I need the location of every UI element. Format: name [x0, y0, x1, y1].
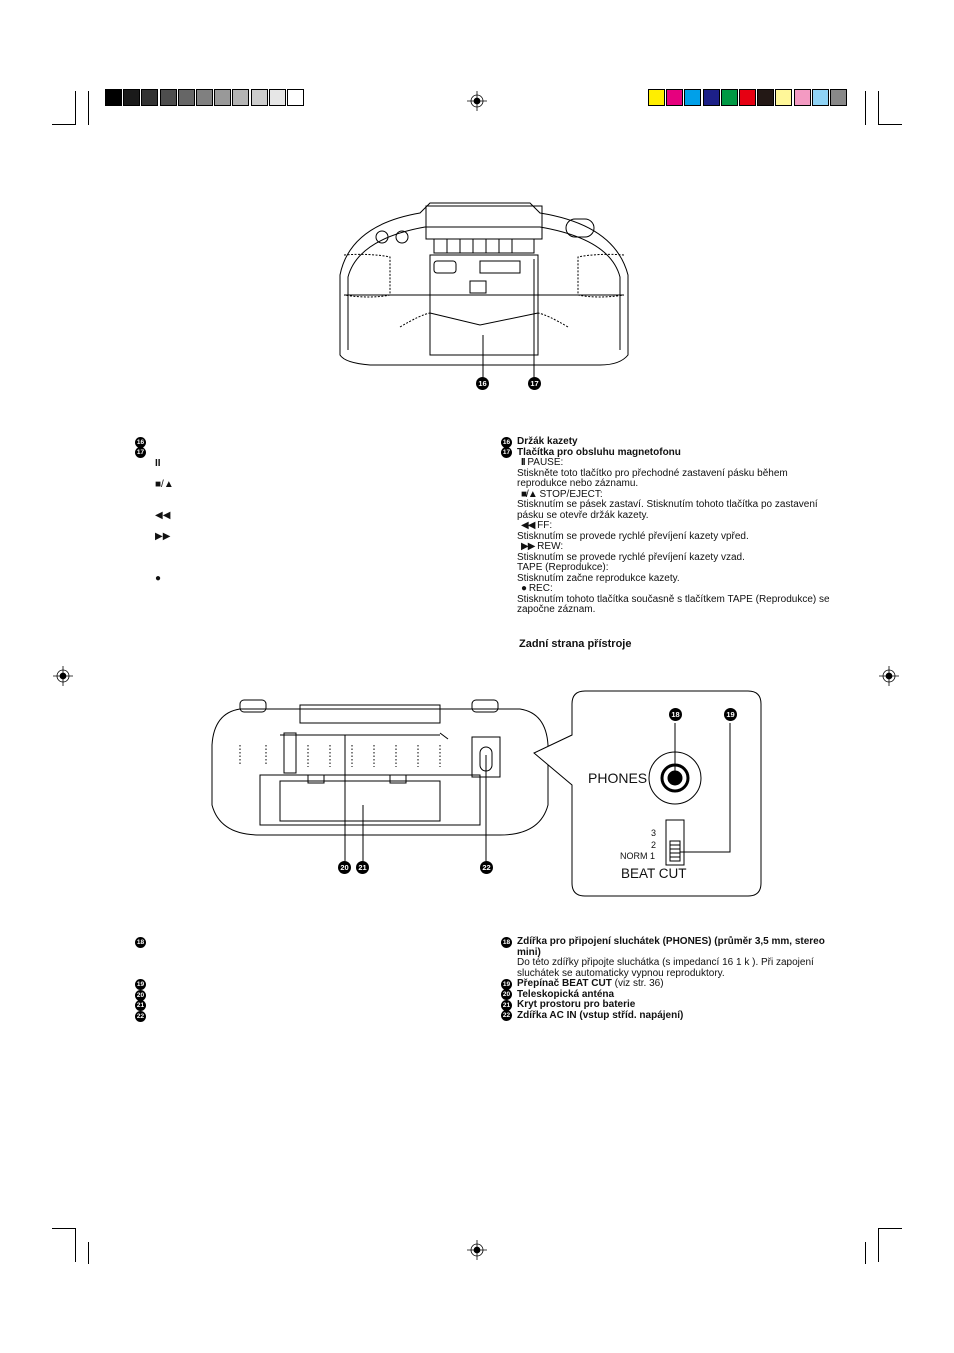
item-label: Zdířka pro připojení sluchátek (PHONES) … — [517, 936, 825, 958]
color-swatch — [739, 89, 756, 106]
callout-18: 18 — [669, 708, 682, 721]
callout-21: 21 — [356, 861, 369, 874]
color-swatch — [648, 89, 665, 106]
pause-entry: II PAUSE: Stiskněte toto tlačítko pro př… — [501, 457, 831, 490]
rew-symbol: ▶▶ — [155, 531, 171, 542]
item-label: Přepínač BEAT CUT — [517, 978, 612, 989]
boombox-back-illustration — [211, 699, 549, 861]
ff-entry: ◀◀ FF: Stisknutím se provede rychlé přev… — [501, 520, 831, 542]
button-name: STOP/EJECT: — [539, 488, 603, 500]
item-label: Zdířka AC IN (vstup stříd. napájení) — [517, 1009, 684, 1021]
rec-symbol: ● — [155, 573, 162, 584]
left-num-20: 20 — [135, 990, 146, 1001]
button-desc: Stisknutím se provede rychlé převíjení k… — [517, 530, 749, 542]
button-name: PAUSE: — [527, 457, 564, 468]
item-number: 21 — [501, 999, 512, 1011]
stop-eject-symbol: ■/▲ — [155, 479, 174, 490]
color-swatch — [141, 89, 159, 106]
ff-icon: ◀◀ — [521, 520, 535, 531]
item-16: 16 Držák kazety — [501, 436, 831, 448]
item-number: 19 — [501, 978, 512, 990]
button-desc: Stiskněte toto tlačítko pro přechodné za… — [517, 467, 788, 489]
left-num-22: 22 — [135, 1011, 146, 1022]
item-label: Kryt prostoru pro baterie — [517, 999, 636, 1010]
item-label: Držák kazety — [517, 436, 578, 447]
color-swatch — [793, 89, 811, 106]
button-name: TAPE (Reprodukce): — [517, 562, 609, 573]
color-swatch — [177, 89, 195, 106]
color-swatch — [757, 89, 775, 106]
ff-symbol: ◀◀ — [155, 510, 171, 521]
color-swatch — [105, 89, 122, 106]
item-21: 21 Kryt prostoru pro baterie — [501, 999, 831, 1011]
item-number: 18 — [501, 936, 512, 948]
button-desc: Stisknutím se pásek zastaví. Stisknutím … — [517, 499, 818, 521]
callout-19: 19 — [724, 708, 737, 721]
callout-22: 22 — [480, 861, 493, 874]
color-swatch — [666, 89, 684, 106]
item-number: 22 — [501, 1010, 512, 1021]
rec-icon: ● — [521, 583, 527, 594]
left-num-16: 16 — [135, 437, 146, 448]
switch-position-1: NORM 1 — [620, 851, 656, 861]
item-18-desc: Do této zdířky připojte sluchátka (s imp… — [517, 957, 814, 979]
left-num-19: 19 — [135, 979, 146, 990]
button-name: FF: — [537, 520, 553, 531]
back-panel-description: 18 Zdířka pro připojení sluchátek (PHONE… — [501, 936, 831, 1021]
switch-position-3: 3 — [651, 828, 657, 838]
color-swatch — [684, 89, 702, 106]
left-num-18: 18 — [135, 937, 146, 948]
left-num-21: 21 — [135, 1000, 146, 1011]
button-desc: Stisknutím se provede rychlé převíjení k… — [517, 551, 745, 563]
color-swatch — [775, 89, 793, 106]
rew-icon: ▶▶ — [521, 541, 535, 552]
color-swatch — [811, 89, 829, 106]
item-label: Tlačítka pro obsluhu magnetofonu — [517, 446, 681, 458]
color-swatch — [287, 89, 304, 106]
color-swatch — [250, 89, 268, 106]
boombox-front-illustration — [339, 202, 629, 377]
item-17: 17 Tlačítka pro obsluhu magnetofonu — [501, 446, 831, 458]
button-desc: Stisknutím tohoto tlačítka současně s tl… — [517, 593, 830, 615]
item-note: (viz str. 36) — [614, 978, 664, 989]
color-swatch — [830, 89, 847, 106]
callout-20: 20 — [338, 861, 351, 874]
item-label: Teleskopická anténa — [517, 988, 615, 1000]
back-side-heading: Zadní strana přístroje — [519, 638, 632, 650]
color-swatch — [720, 89, 738, 106]
button-name: REC: — [528, 583, 553, 594]
tape-entry: TAPE (Reprodukce): Stisknutím začne repr… — [501, 562, 831, 584]
rew-entry: ▶▶ REW: Stisknutím se provede rychlé pře… — [501, 541, 831, 563]
stop-eject-icon: ■/▲ — [521, 488, 538, 500]
item-20: 20 Teleskopická anténa — [501, 988, 831, 1000]
item-18: 18 Zdířka pro připojení sluchátek (PHONE… — [501, 936, 831, 958]
rec-entry: ● REC: Stisknutím tohoto tlačítka součas… — [501, 583, 831, 616]
button-desc: Stisknutím začne reprodukce kazety. — [517, 572, 680, 584]
button-name: REW: — [537, 541, 564, 552]
item-number: 16 — [501, 436, 512, 448]
color-swatch — [232, 89, 250, 106]
color-swatch — [196, 89, 213, 106]
item-number: 17 — [501, 447, 512, 458]
color-swatch — [123, 89, 141, 106]
color-swatch — [702, 89, 720, 106]
color-swatch — [159, 89, 177, 106]
color-swatch — [268, 89, 286, 106]
callout-17: 17 — [528, 377, 541, 390]
zoom-detail-bubble — [533, 690, 762, 897]
item-22: 22 Zdířka AC IN (vstup stříd. napájení) — [501, 1009, 831, 1021]
phones-label: PHONES — [588, 770, 648, 786]
beat-cut-label: BEAT CUT — [621, 866, 687, 881]
switch-position-2: 2 — [651, 840, 657, 850]
callout-16: 16 — [476, 377, 489, 390]
stop-eject-entry: ■/▲ STOP/EJECT: Stisknutím se pásek zast… — [501, 488, 831, 522]
item-number: 20 — [501, 989, 512, 1000]
pause-icon: II — [521, 457, 525, 468]
color-swatch — [214, 89, 232, 106]
item-19: 19 Přepínač BEAT CUT (viz str. 36) — [501, 978, 831, 990]
tape-controls-description: 16 Držák kazety 17 Tlačítka pro obsluhu … — [501, 436, 831, 616]
pause-symbol: II — [155, 458, 161, 469]
left-num-17: 17 — [135, 447, 146, 458]
